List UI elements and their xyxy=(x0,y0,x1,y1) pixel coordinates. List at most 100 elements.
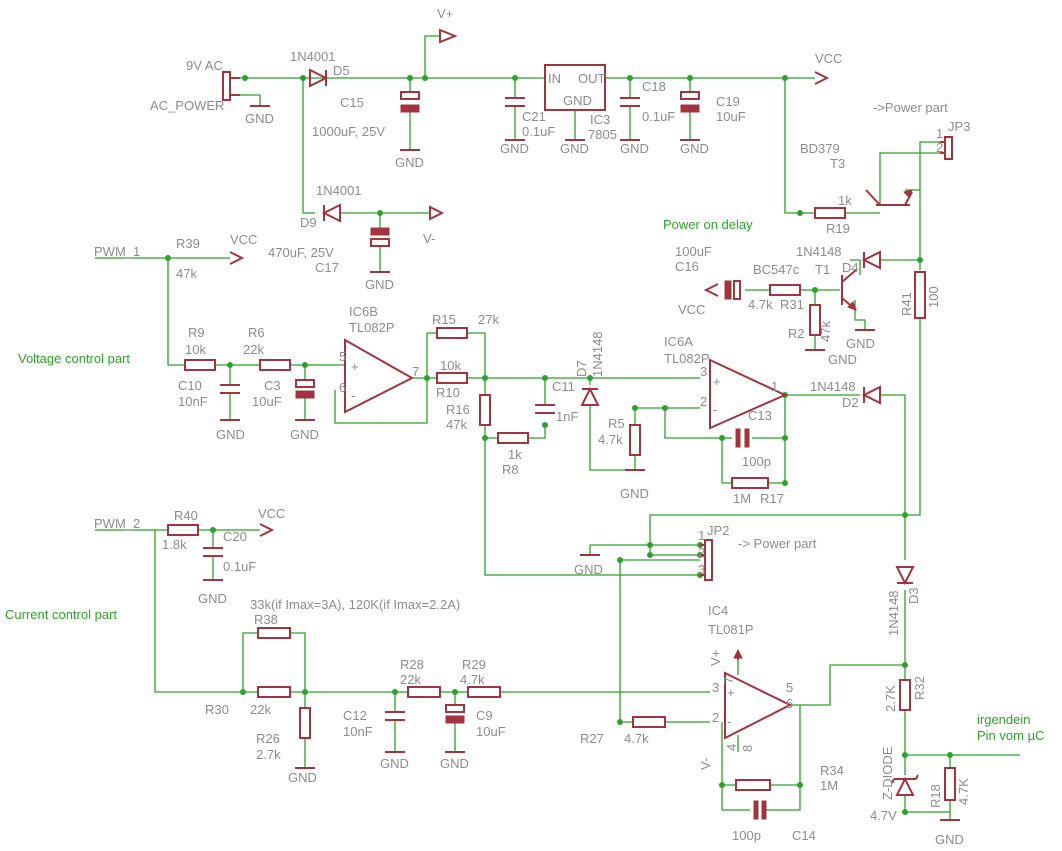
jumper-jp3 xyxy=(940,136,953,160)
current-part-note: Current control part xyxy=(5,607,117,622)
diode-d7 xyxy=(580,386,600,406)
r18-name: R18 xyxy=(928,784,943,808)
voltage-part-note: Voltage control part xyxy=(18,351,130,366)
r15-name: R15 xyxy=(432,312,456,327)
diode-d2 xyxy=(861,385,881,405)
c16-value: 100uF xyxy=(675,244,712,259)
capacitor-c13 xyxy=(735,428,750,448)
c12-value: 10nF xyxy=(343,724,373,739)
regulator-ic3 xyxy=(544,64,606,111)
c14-value: 100p xyxy=(732,828,761,843)
gnd-label: GND xyxy=(560,141,589,156)
r34-value: 1M xyxy=(820,778,838,793)
ic6b-minus: - xyxy=(351,388,355,403)
resistor-r15 xyxy=(436,327,468,339)
ic3-pin-in: IN xyxy=(548,71,561,86)
r6-name: R6 xyxy=(248,325,265,340)
capacitor-c19 xyxy=(680,91,700,113)
vcc-label-top: VCC xyxy=(815,51,842,66)
r15-value: 27k xyxy=(478,312,499,327)
ic4-pin3: 3 xyxy=(712,680,719,695)
c9-name: C9 xyxy=(476,708,493,723)
resistor-r28 xyxy=(407,686,441,698)
d5-value: 1N4001 xyxy=(290,49,336,64)
c21-value: 0.1uF xyxy=(522,124,555,139)
capacitor-c11 xyxy=(535,404,555,414)
r38-name: R38 xyxy=(254,612,278,627)
capacitor-c20 xyxy=(203,547,223,557)
r17-value: 1M xyxy=(733,491,751,506)
d4-name: D4 xyxy=(842,260,859,275)
gnd-label: GND xyxy=(290,427,319,442)
t3-value: BD379 xyxy=(800,141,840,156)
power-part-note-2: -> Power part xyxy=(738,536,817,551)
ic4-pin2: 2 xyxy=(712,710,719,725)
ac-rating: 9V AC xyxy=(186,58,223,73)
r9-value: 10k xyxy=(185,342,206,357)
wires xyxy=(95,35,1020,820)
diode-d5 xyxy=(309,68,329,88)
r39-name: R39 xyxy=(176,236,200,251)
resistor-r34 xyxy=(735,779,771,791)
capacitor-c3 xyxy=(295,379,315,399)
ac-connector xyxy=(222,71,240,101)
r30-options-note: 33k(if Imax=3A), 120K(if Imax=2.2A) xyxy=(250,597,460,612)
jp2-pin2: 2 xyxy=(698,545,705,560)
r9-name: R9 xyxy=(188,325,205,340)
r19-name: R19 xyxy=(826,221,850,236)
ic3-name: IC3 xyxy=(590,112,610,127)
capacitor-c15 xyxy=(400,91,420,113)
resistor-r41 xyxy=(914,271,926,319)
resistor-r2 xyxy=(809,304,821,336)
ic6b-value: TL082P xyxy=(349,320,395,335)
r31-value: 4.7k xyxy=(748,297,773,312)
resistor-r31 xyxy=(769,284,801,296)
c19-name: C19 xyxy=(716,94,740,109)
resistor-r18 xyxy=(944,767,956,801)
ic6a-value: TL082P xyxy=(664,351,710,366)
jp2-pin3: 3 xyxy=(698,562,705,577)
resistor-r27 xyxy=(632,716,666,728)
junctions xyxy=(165,75,953,815)
r26-name: R26 xyxy=(256,731,280,746)
gnd-label: GND xyxy=(365,277,394,292)
c12-name: C12 xyxy=(343,708,367,723)
d7-value: 1N4148 xyxy=(590,331,605,377)
supply-flags xyxy=(229,28,830,537)
capacitor-c17 xyxy=(370,227,390,247)
resistor-r5 xyxy=(629,424,641,456)
c21-name: C21 xyxy=(522,109,546,124)
d7-name: D7 xyxy=(574,360,589,377)
c19-value: 10uF xyxy=(716,109,746,124)
ic6a-pin2: 2 xyxy=(700,394,707,409)
r10-name: R10 xyxy=(436,385,460,400)
c11-value: 1nF xyxy=(556,409,578,424)
r5-name: R5 xyxy=(608,416,625,431)
ground-symbols xyxy=(203,105,960,821)
r28-value: 22k xyxy=(400,672,421,687)
opamp-ic4 xyxy=(724,648,793,740)
r17-name: R17 xyxy=(760,491,784,506)
c18-value: 0.1uF xyxy=(642,109,675,124)
gnd-label: GND xyxy=(680,141,709,156)
c20-value: 0.1uF xyxy=(223,559,256,574)
r30-value: 22k xyxy=(250,702,271,717)
resistor-r6 xyxy=(259,359,291,371)
resistor-r26 xyxy=(299,707,311,739)
ic6b-name: IC6B xyxy=(349,304,378,319)
ic6a-plus: + xyxy=(713,374,721,389)
ic4-minus: - xyxy=(727,714,731,729)
gnd-label: GND xyxy=(620,486,649,501)
resistor-r30 xyxy=(257,686,291,698)
c10-name: C10 xyxy=(178,378,202,393)
ic6a-pin3: 3 xyxy=(700,364,707,379)
ic4-pin4: 4 xyxy=(724,744,739,751)
zdiode-name: Z-DIODE xyxy=(880,746,895,800)
t1-name: T1 xyxy=(815,262,830,277)
vcc-label-pwm2: VCC xyxy=(258,506,285,521)
jp2-name: JP2 xyxy=(707,523,729,538)
gnd-label: GND xyxy=(380,756,409,771)
diode-d9 xyxy=(321,203,341,223)
r29-name: R29 xyxy=(462,657,486,672)
ic4-plus: + xyxy=(727,685,735,700)
